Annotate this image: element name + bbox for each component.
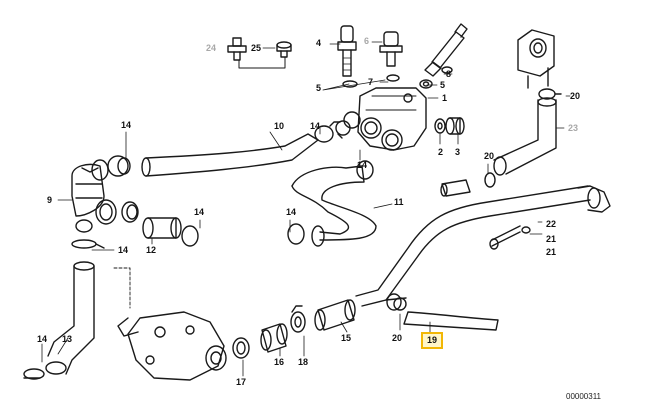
label-14-e: 14 bbox=[286, 207, 297, 217]
label-14-f: 14 bbox=[118, 245, 129, 255]
washer-21-part[interactable] bbox=[521, 226, 531, 234]
label-1: 1 bbox=[442, 93, 448, 103]
label-21-b: 21 bbox=[546, 247, 557, 257]
label-14-a: 14 bbox=[121, 120, 132, 130]
label-22: 22 bbox=[546, 219, 557, 229]
screw-22-part[interactable] bbox=[489, 225, 521, 250]
label-19-highlight[interactable]: 19 bbox=[421, 332, 444, 349]
label-15: 15 bbox=[341, 333, 352, 343]
label-21-a: 21 bbox=[546, 234, 557, 244]
sensor-8-part[interactable] bbox=[424, 23, 468, 77]
clamp-14-top-part[interactable] bbox=[314, 120, 351, 143]
leader-lines bbox=[41, 41, 571, 377]
sensor-24-part[interactable] bbox=[227, 37, 247, 61]
sensor-6-part[interactable] bbox=[379, 31, 403, 67]
washer-2-part[interactable] bbox=[434, 118, 446, 134]
label-13: 13 bbox=[62, 334, 73, 344]
clamp-20-lower-part[interactable] bbox=[386, 293, 402, 311]
plug-3-part[interactable] bbox=[445, 117, 465, 135]
clamp-14-mid-part[interactable] bbox=[287, 223, 325, 247]
label-2: 2 bbox=[438, 147, 444, 157]
water-pump-part[interactable] bbox=[113, 267, 227, 381]
pipe-19-part[interactable] bbox=[355, 185, 611, 331]
label-10: 10 bbox=[274, 121, 285, 131]
clamp-14-bottom-part[interactable] bbox=[23, 368, 45, 380]
label-14-c: 14 bbox=[357, 160, 368, 170]
clamp-20-top-part[interactable] bbox=[538, 88, 562, 100]
hose-13-part[interactable] bbox=[45, 261, 95, 375]
washer-5-part[interactable] bbox=[342, 74, 433, 89]
label-3: 3 bbox=[455, 147, 461, 157]
label-20-top: 20 bbox=[570, 91, 581, 101]
label-5a: 5 bbox=[316, 83, 322, 93]
hose-10-part[interactable] bbox=[141, 133, 319, 177]
fitting-part[interactable] bbox=[440, 179, 471, 197]
label-8: 8 bbox=[446, 69, 452, 79]
label-16: 16 bbox=[274, 357, 285, 367]
hose-23-part[interactable] bbox=[493, 97, 557, 176]
label-4: 4 bbox=[316, 38, 322, 48]
cap-25-part[interactable] bbox=[276, 41, 292, 58]
label-6: 6 bbox=[364, 36, 370, 46]
flange-part[interactable] bbox=[517, 29, 555, 89]
hose-12-part[interactable] bbox=[121, 201, 199, 247]
clamp-17-part[interactable] bbox=[232, 337, 250, 359]
label-11: 11 bbox=[394, 197, 404, 207]
clamp-20-mid-part[interactable] bbox=[484, 172, 496, 188]
label-14-g: 14 bbox=[37, 334, 48, 344]
housing-9-part[interactable] bbox=[71, 155, 131, 233]
label-7: 7 bbox=[368, 77, 374, 87]
label-9: 9 bbox=[47, 195, 53, 205]
label-23: 23 bbox=[568, 123, 579, 133]
label-14-d: 14 bbox=[194, 207, 205, 217]
hose-11-part[interactable] bbox=[291, 160, 377, 241]
sleeve-16-part[interactable] bbox=[260, 323, 288, 353]
label-17: 17 bbox=[236, 377, 247, 387]
clamp-14-left-part[interactable] bbox=[71, 239, 105, 249]
label-24: 24 bbox=[206, 43, 217, 53]
label-18: 18 bbox=[298, 357, 309, 367]
label-20-low: 20 bbox=[392, 333, 403, 343]
label-20-mid: 20 bbox=[484, 151, 495, 161]
label-25: 25 bbox=[251, 43, 262, 53]
label-5b: 5 bbox=[440, 80, 446, 90]
thermostat-housing-1-part[interactable] bbox=[343, 87, 427, 151]
label-12: 12 bbox=[146, 245, 157, 255]
sensor-4-part[interactable] bbox=[337, 25, 357, 77]
label-14-b: 14 bbox=[310, 121, 321, 131]
pipe-15-part[interactable] bbox=[314, 299, 356, 331]
clamp-18-part[interactable] bbox=[290, 305, 306, 333]
diagram-code: 00000311 bbox=[566, 392, 601, 401]
